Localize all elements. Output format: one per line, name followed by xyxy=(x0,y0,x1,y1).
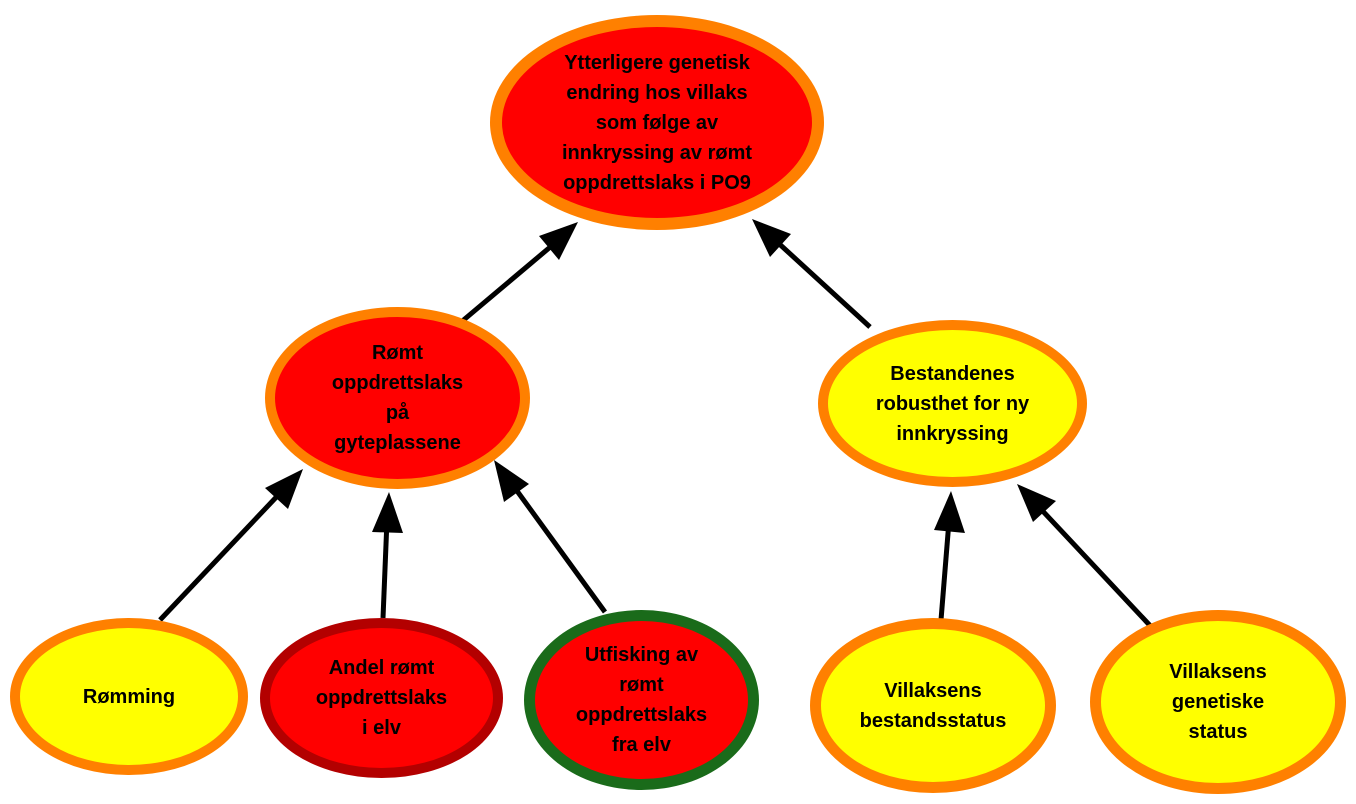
node-label: Utfisking av rømt oppdrettslaks fra elv xyxy=(575,644,708,756)
edge-utfisking-to-escaped xyxy=(494,460,608,614)
arrow-line xyxy=(1036,504,1159,635)
arrow-line xyxy=(458,241,557,325)
node-label: Rømt oppdrettslaks på gyteplassene xyxy=(331,342,464,454)
arrow-line xyxy=(380,519,390,619)
arrowhead xyxy=(752,219,791,257)
node-label: Bestandenes robusthet for ny innkryssing xyxy=(875,362,1030,445)
edge-escaped-to-top xyxy=(458,222,578,325)
node-escape: Rømming xyxy=(10,618,248,775)
node-wild-stock-status: Villaksens bestandsstatus xyxy=(810,618,1056,793)
node-label: Rømming xyxy=(82,685,176,708)
arrow-line xyxy=(509,482,608,614)
edge-bestand-to-robust xyxy=(934,491,965,621)
node-label: Villaksens bestandsstatus xyxy=(859,679,1007,732)
node-escaped-farmed-salmon-spawning: Rømt oppdrettslaks på gyteplassene xyxy=(265,307,530,489)
node-wild-genetic-status: Villaksens genetiske status xyxy=(1090,610,1346,794)
arrow-line xyxy=(773,238,872,329)
node-population-robustness: Bestandenes robusthet for ny innkryssing xyxy=(818,320,1087,487)
node-label: Villaksens genetiske status xyxy=(1169,661,1267,743)
node-share-escaped-in-river: Andel rømt oppdrettslaks i elv xyxy=(260,618,503,778)
edge-andel-to-escaped xyxy=(372,492,403,619)
arrowhead xyxy=(539,222,578,260)
arrowhead xyxy=(934,491,965,533)
node-removal-from-river: Utfisking av rømt oppdrettslaks fra elv xyxy=(524,610,759,790)
node-genetic-change: Ytterligere genetisk endring hos villaks… xyxy=(490,15,824,230)
arrow-line xyxy=(938,520,952,621)
arrowhead xyxy=(372,492,403,533)
edge-romming-to-escaped xyxy=(158,469,303,622)
node-label: Andel rømt oppdrettslaks i elv xyxy=(315,657,448,739)
edge-robust-to-top xyxy=(752,219,872,329)
arrowhead xyxy=(265,469,303,509)
node-label: Ytterligere genetisk endring hos villaks… xyxy=(561,51,753,194)
arrowhead xyxy=(494,460,529,502)
edge-genetic-to-robust xyxy=(1017,484,1159,635)
arrowhead xyxy=(1017,484,1056,522)
arrow-line xyxy=(158,488,285,622)
